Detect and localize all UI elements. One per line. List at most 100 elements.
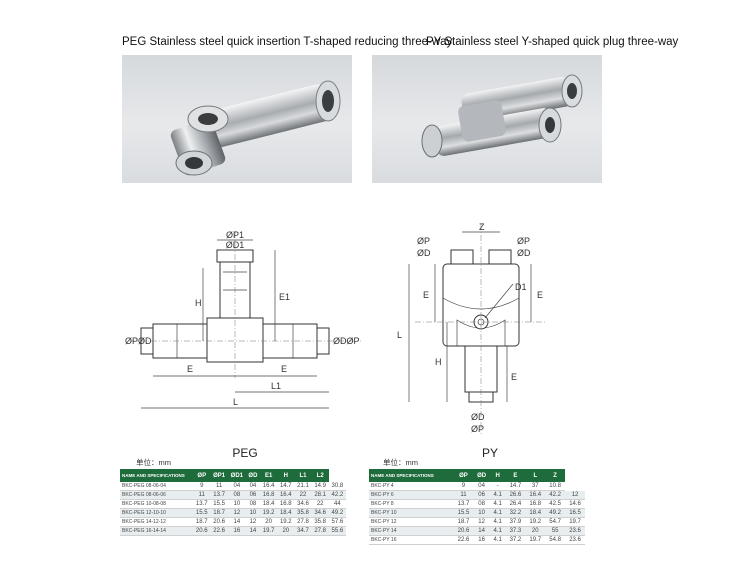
table-cell: 18.7	[193, 517, 211, 527]
peg-dimension-drawing: ØP1 ØD1 H E1 ØPØD ØDØP E E L1 L	[125, 230, 361, 409]
peg-table-header-cell: H	[277, 469, 295, 482]
peg-label-h: H	[195, 298, 202, 308]
py-table-header-cell: ØP	[453, 469, 474, 482]
table-cell: 37.3	[505, 526, 526, 536]
py-label-d-left: ØD	[417, 248, 431, 258]
py-label-e-right: E	[537, 290, 543, 300]
table-cell: 06	[245, 490, 261, 500]
table-cell-model: BKC-PEG 12-10-10	[120, 508, 194, 518]
peg-label-e-left: E	[187, 364, 193, 374]
table-cell: 32.2	[505, 508, 526, 518]
table-cell: 10	[473, 508, 490, 518]
table-cell: 10	[245, 508, 261, 518]
peg-table-header-cell: ØP1	[210, 469, 228, 482]
table-cell: 08	[227, 490, 246, 500]
table-cell: 14	[245, 526, 261, 536]
table-cell: 19.2	[525, 517, 546, 527]
py-dimension-drawing: Z ØP ØP ØD ØD E E D1 L H E ØD ØP	[397, 222, 547, 434]
peg-table-title: PEG	[232, 446, 258, 460]
table-cell-model: BKC-PY 12	[369, 517, 454, 527]
table-cell-model: BKC-PY 16	[369, 535, 454, 545]
table-cell: 4.1	[489, 535, 506, 545]
table-cell: 08	[245, 499, 261, 509]
table-cell: 34.6	[311, 508, 329, 518]
table-cell: 14.6	[565, 499, 585, 509]
table-cell: 22	[294, 490, 312, 500]
table-cell: 4.1	[489, 490, 506, 500]
table-cell-model: BKC-PEG 08-06-06	[120, 490, 194, 500]
py-caption: PY Stainless steel Y-shaped quick plug t…	[426, 36, 679, 48]
table-cell: 06	[473, 490, 490, 500]
peg-table-header-cell: ØD1	[227, 469, 246, 482]
table-cell: 54.8	[545, 535, 566, 545]
table-cell: 22.6	[453, 535, 474, 545]
table-cell: 04	[245, 482, 261, 491]
table-cell-model: BKC-PY 10	[369, 508, 454, 518]
table-cell: 54.7	[545, 517, 566, 527]
table-cell: 18.7	[210, 508, 228, 518]
table-cell: 15.5	[453, 508, 474, 518]
table-cell-model: BKC-PY 8	[369, 499, 454, 509]
py-table-header-cell: Z	[545, 469, 566, 482]
table-cell: 14	[473, 526, 490, 536]
table-cell: 15.5	[193, 508, 211, 518]
table-cell: 35.8	[294, 508, 312, 518]
peg-table-header-cell: NAME AND SPECIFICATIONS	[120, 469, 194, 482]
peg-label-l1: L1	[271, 381, 281, 391]
table-cell: 15.5	[210, 499, 228, 509]
table-cell: 44	[328, 499, 346, 509]
table-cell: 16.4	[277, 490, 295, 500]
table-cell: 13.7	[210, 490, 228, 500]
table-cell: 04	[473, 482, 490, 491]
table-cell: 9	[193, 482, 211, 491]
table-cell: 4.1	[489, 499, 506, 509]
table-cell: 9	[453, 482, 474, 491]
table-cell: 21.1	[294, 482, 312, 491]
table-cell: 20.6	[193, 526, 211, 536]
table-cell: 14.7	[277, 482, 295, 491]
py-label-e-left: E	[423, 290, 429, 300]
table-cell: 12	[473, 517, 490, 527]
py-left-port	[450, 249, 474, 265]
table-cell: 34.7	[294, 526, 312, 536]
table-cell: 19.2	[277, 517, 295, 527]
peg-product-photo	[122, 55, 352, 183]
table-cell: 55	[545, 526, 566, 536]
py-label-p-bottom: ØP	[471, 424, 484, 434]
table-cell: 49.2	[545, 508, 566, 518]
py-label-d-right: ØD	[517, 248, 531, 258]
peg-table-header-cell: ØD	[245, 469, 261, 482]
peg-label-e1: E1	[279, 292, 290, 302]
table-cell: 20.6	[453, 526, 474, 536]
table-cell: 04	[227, 482, 246, 491]
table-cell-model: BKC-PEG 16-14-14	[120, 526, 194, 536]
table-cell-model: BKC-PEG 10-08-08	[120, 499, 194, 509]
py-label-l: L	[397, 330, 402, 340]
table-cell: 55.6	[328, 526, 346, 536]
table-cell: 18.4	[260, 499, 278, 509]
table-cell: 12	[245, 517, 261, 527]
peg-label-d1: ØD1	[226, 240, 245, 250]
table-cell: 20	[525, 526, 546, 536]
table-cell: 23.6	[565, 535, 585, 545]
peg-unit-label: 单位：mm	[136, 458, 171, 467]
table-cell-model: BKC-PY 4	[369, 482, 454, 491]
table-cell: 42.5	[545, 499, 566, 509]
table-cell: 16.5	[565, 508, 585, 518]
py-table-header-cell: NAME AND SPECIFICATIONS	[369, 469, 454, 482]
table-cell: 16.4	[260, 482, 278, 491]
table-cell: 28.1	[311, 490, 329, 500]
